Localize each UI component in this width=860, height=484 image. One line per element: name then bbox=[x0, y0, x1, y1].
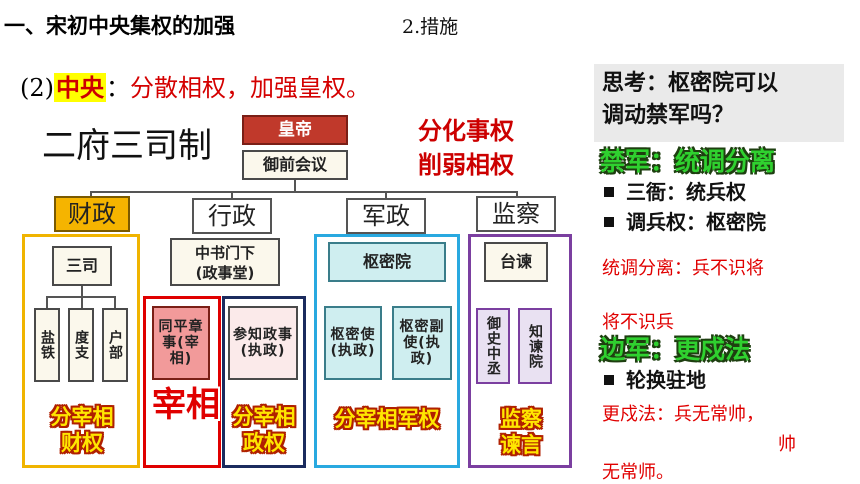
note-gengshu-shuai: 帅 bbox=[778, 434, 796, 455]
slogan-line2: 削弱相权 bbox=[418, 151, 514, 179]
office-zhongshu-line2: (政事堂) bbox=[195, 264, 255, 282]
connector-horizontal bbox=[90, 191, 518, 193]
connector-hubu bbox=[114, 296, 116, 308]
office-zhongshu-line1: 中书门下 bbox=[194, 244, 255, 262]
tag-finance-line1: 分宰相 bbox=[50, 405, 114, 429]
central-text: 分散相权，加强皇权。 bbox=[130, 74, 370, 102]
central-highlight: 中央 bbox=[54, 73, 106, 102]
system-name: 二府三司制 bbox=[42, 126, 212, 166]
bullet-lunhuan: 轮换驻地 bbox=[604, 364, 706, 393]
note-tongdiao: 统调分离：兵不识将 bbox=[602, 258, 764, 279]
council-box: 御前会议 bbox=[242, 150, 348, 180]
bullet-diaobing: 调兵权：枢密院 bbox=[604, 206, 766, 235]
branch-supervise: 监察 bbox=[476, 196, 556, 232]
slogan: 分化事权 削弱相权 bbox=[418, 114, 514, 182]
office-zhongshu: 中书门下 (政事堂) bbox=[170, 238, 280, 286]
think-line1: 思考：枢密院可以 bbox=[602, 71, 779, 96]
connector-yantie bbox=[46, 296, 48, 308]
heading-bianjun: 边军：更戍法 bbox=[600, 335, 751, 364]
suboffice-zhijian: 知谏院 bbox=[518, 308, 552, 384]
army-group-frame bbox=[314, 234, 460, 468]
bullet-lunhuan-text: 轮换驻地 bbox=[626, 368, 706, 392]
office-sansi: 三司 bbox=[52, 246, 112, 286]
connector-admin bbox=[231, 191, 233, 199]
slogan-line1: 分化事权 bbox=[418, 117, 514, 145]
note-gengshu-end: 无常师。 bbox=[602, 462, 674, 483]
admin-group-frame bbox=[222, 296, 306, 468]
page-subtitle: 2.措施 bbox=[402, 16, 459, 38]
tag-supervise-line1: 监察 bbox=[500, 407, 542, 431]
connector-army bbox=[385, 191, 387, 199]
zaixiang-group-frame bbox=[143, 296, 221, 468]
suboffice-canzhi: 参知政事(执政) bbox=[228, 306, 298, 380]
suboffice-shumifu: 枢密副使(执政) bbox=[392, 306, 452, 380]
central-measure: (2)中央：分散相权，加强皇权。 bbox=[20, 68, 370, 103]
bullet-sanya: 三衙：统兵权 bbox=[604, 176, 746, 205]
tag-admin: 分宰相 政权 bbox=[222, 404, 306, 456]
tag-admin-line1: 分宰相 bbox=[232, 405, 296, 429]
finance-group-frame bbox=[22, 234, 140, 468]
branch-admin: 行政 bbox=[192, 198, 272, 234]
suboffice-tongping: 同平章事(宰相) bbox=[152, 306, 210, 380]
suboffice-yantie: 盐铁 bbox=[34, 308, 60, 382]
tag-finance: 分宰相 财权 bbox=[40, 404, 124, 456]
connector-duzhi bbox=[81, 296, 83, 308]
bullet-square-icon bbox=[604, 216, 614, 227]
suboffice-duzhi: 度支 bbox=[68, 308, 94, 382]
connector-sansi-down bbox=[81, 286, 83, 296]
tag-army: 分宰相军权 bbox=[334, 407, 440, 431]
note-gengshu: 更戍法：兵无常帅， bbox=[602, 404, 764, 425]
connector-supervise bbox=[516, 191, 518, 197]
suboffice-yushi: 御史中丞 bbox=[476, 308, 510, 384]
tag-finance-line2: 财权 bbox=[61, 431, 103, 455]
think-box: 思考：枢密院可以 调动禁军吗？ bbox=[594, 64, 844, 142]
think-line2: 调动禁军吗？ bbox=[602, 103, 735, 128]
branch-army: 军政 bbox=[346, 198, 426, 234]
office-shumiyuan: 枢密院 bbox=[328, 242, 446, 282]
tag-supervise: 监察 谏言 bbox=[476, 406, 566, 458]
tag-admin-line2: 政权 bbox=[243, 431, 285, 455]
central-prefix: (2) bbox=[20, 74, 54, 102]
tag-supervise-line2: 谏言 bbox=[500, 433, 542, 457]
heading-jinjun: 禁军：统调分离 bbox=[600, 147, 776, 176]
suboffice-hubu: 户部 bbox=[102, 308, 128, 382]
page-title: 一、宋初中央集权的加强 bbox=[4, 14, 235, 38]
supervise-group-frame bbox=[468, 234, 572, 468]
connector-council-down bbox=[294, 180, 296, 192]
central-colon: ： bbox=[106, 74, 130, 102]
suboffice-shumishi: 枢密使(执政) bbox=[324, 306, 382, 380]
note-tongdiao-cont: 将不识兵 bbox=[602, 312, 674, 333]
bullet-square-icon bbox=[604, 374, 614, 385]
bullet-sanya-text: 三衙：统兵权 bbox=[626, 180, 746, 204]
emperor-box: 皇帝 bbox=[242, 115, 348, 145]
branch-finance: 财政 bbox=[54, 196, 130, 232]
tag-zaixiang: 宰相 bbox=[152, 385, 220, 425]
bullet-diaobing-text: 调兵权：枢密院 bbox=[626, 210, 766, 234]
office-taijian: 台谏 bbox=[484, 242, 548, 282]
bullet-square-icon bbox=[604, 186, 614, 197]
connector-finance bbox=[90, 191, 92, 197]
